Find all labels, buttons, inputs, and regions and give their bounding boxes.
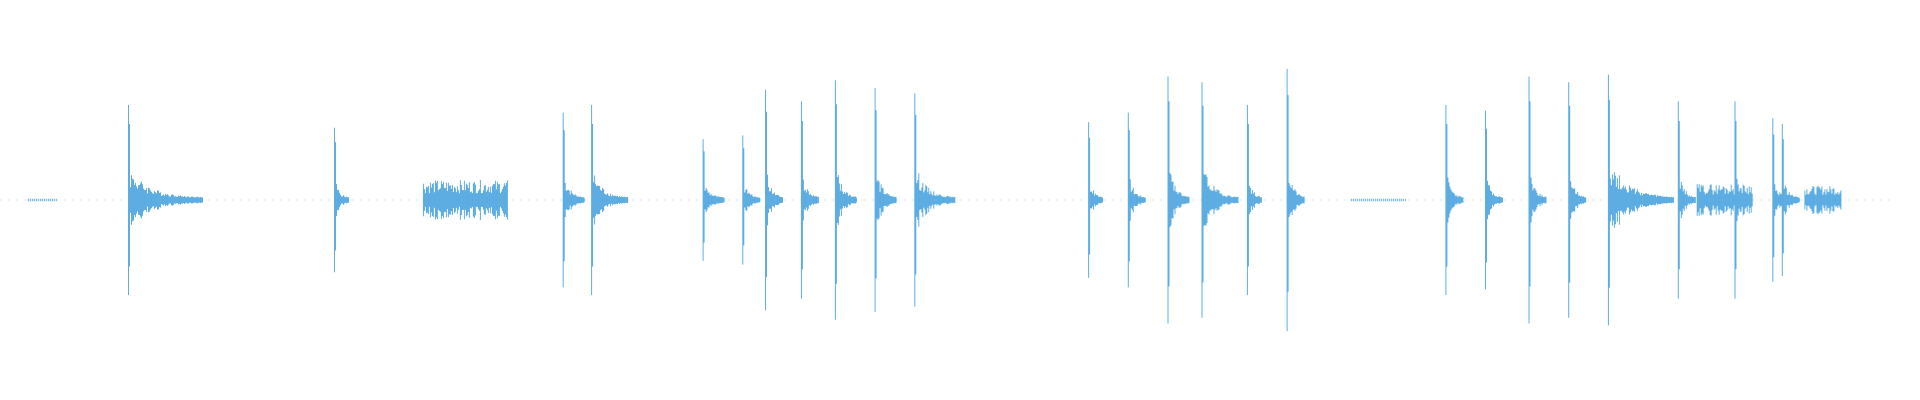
waveform-segment [1734, 101, 1753, 299]
waveform-segment [914, 93, 956, 307]
waveform-event [1246, 105, 1262, 295]
waveform-segment [1167, 76, 1190, 324]
waveform-segment [128, 105, 203, 295]
waveform-event [1677, 101, 1696, 299]
waveform-event [1607, 74, 1674, 326]
waveform-event [1734, 101, 1753, 299]
waveform-event [914, 93, 956, 307]
waveform-segment [702, 139, 725, 261]
waveform-event [1201, 82, 1239, 318]
waveform-segment [1246, 105, 1262, 295]
waveform-segment [874, 87, 897, 313]
waveform-segment [334, 127, 349, 273]
waveform-event [1445, 105, 1464, 295]
waveform-event [1350, 198, 1406, 202]
waveform-event [1088, 122, 1104, 278]
waveform-event [562, 112, 585, 288]
waveform-segment [1607, 74, 1674, 326]
waveform-segment [834, 80, 857, 320]
waveform-segment [422, 180, 508, 220]
waveform-segment [1127, 112, 1146, 288]
waveform-event [1804, 185, 1842, 215]
waveform-segment [800, 101, 819, 299]
waveform-event [27, 198, 57, 202]
waveform-event [1127, 112, 1146, 288]
waveform-event [1167, 76, 1190, 324]
waveform-event [1568, 82, 1587, 318]
waveform-segment [1528, 76, 1547, 324]
waveform-event [1286, 68, 1305, 332]
waveform-event [422, 180, 508, 220]
waveform-segment [1350, 198, 1406, 202]
waveform-segment [1781, 124, 1800, 276]
waveform-segment [562, 112, 585, 288]
waveform-segment [1804, 185, 1842, 215]
waveform-event [334, 127, 349, 273]
waveform-event [834, 80, 857, 320]
waveform-event [1528, 76, 1547, 324]
waveform-event [128, 105, 203, 295]
waveform-segment [27, 198, 57, 202]
waveform-event [702, 139, 725, 261]
waveform-segment [1286, 68, 1305, 332]
waveform-event [591, 105, 629, 295]
waveform-segment [591, 105, 629, 295]
waveform-segment [1088, 122, 1104, 278]
waveform-event [1781, 124, 1800, 276]
waveform-event [1485, 110, 1503, 290]
waveform-segment [1485, 110, 1503, 290]
waveform-segment [1201, 82, 1239, 318]
waveform-event [765, 89, 783, 311]
waveform-event [742, 135, 761, 265]
waveform-segment [1445, 105, 1464, 295]
waveform-segment [1568, 82, 1587, 318]
waveform-segment [742, 135, 761, 265]
waveform-event [874, 87, 897, 313]
waveform-segment [765, 89, 783, 311]
waveform-event [800, 101, 819, 299]
waveform-segment [1677, 101, 1696, 299]
